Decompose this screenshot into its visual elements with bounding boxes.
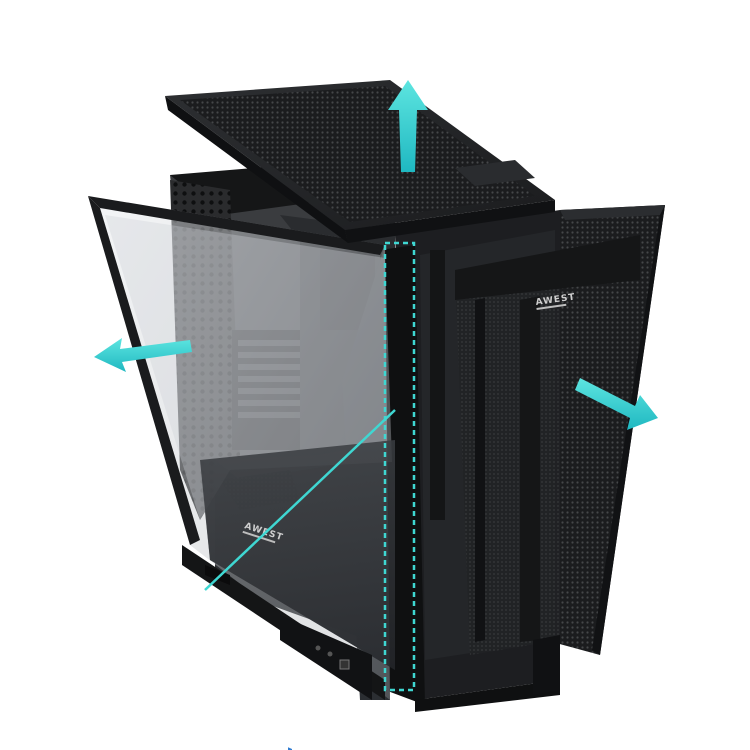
left-arrow-icon bbox=[94, 338, 192, 372]
audio-jack-icon bbox=[315, 645, 321, 651]
top-mesh-panel bbox=[165, 80, 555, 243]
front-pillar-highlight bbox=[383, 241, 416, 692]
brand-logo-front: AWEST bbox=[535, 292, 576, 310]
up-arrow-icon bbox=[388, 80, 428, 172]
front-io-panel bbox=[280, 615, 372, 750]
case-body bbox=[395, 210, 640, 700]
callout-leader-line bbox=[204, 409, 396, 591]
power-button-icon bbox=[339, 659, 350, 670]
right-arrow-icon bbox=[575, 378, 658, 430]
left-glass-side-panel bbox=[88, 196, 395, 700]
audio-jack-icon bbox=[327, 651, 333, 657]
right-side-mesh-panel bbox=[545, 205, 665, 655]
